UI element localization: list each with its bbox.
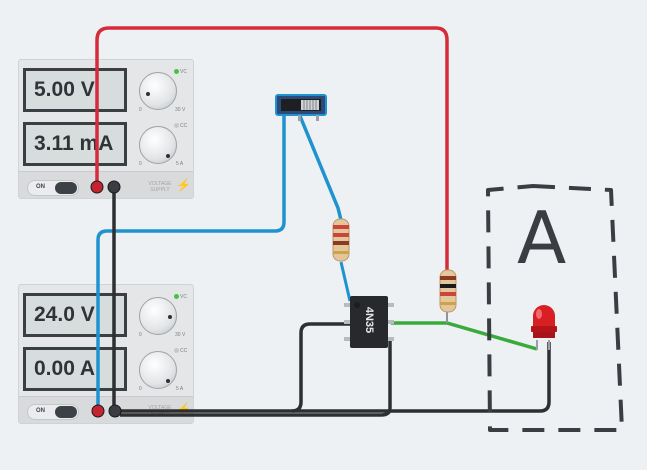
current-max-label: 5 A <box>176 161 184 167</box>
slide-switch-icon <box>275 94 327 121</box>
voltage-min-label: 0 <box>139 107 142 113</box>
wire-blue-switch-to-resistor <box>298 115 343 221</box>
annotation-dashed-box <box>486 184 624 432</box>
annotation-label: A <box>517 196 567 280</box>
current-knob[interactable] <box>139 351 177 389</box>
psu2-terminals <box>91 404 122 418</box>
cc-indicator-icon <box>174 348 179 353</box>
cc-label: CC <box>180 123 188 129</box>
voltage-max-label: 30 V <box>175 332 186 338</box>
optocoupler-label: 4N35 <box>363 306 375 334</box>
cc-label: CC <box>180 348 188 354</box>
voltage-knob[interactable] <box>139 297 177 335</box>
optocoupler-4n35-icon <box>344 296 394 348</box>
cv-indicator-icon <box>174 69 179 74</box>
voltage-display: 5.00 V <box>23 68 127 112</box>
current-knob[interactable] <box>139 126 177 164</box>
power-switch-label: ON <box>36 408 45 414</box>
current-display: 0.00 A <box>23 347 127 391</box>
cv-indicator-icon <box>174 294 179 299</box>
wire-blue-psu2-to-switch <box>96 116 286 409</box>
wire-green <box>391 321 538 351</box>
current-min-label: 0 <box>139 161 142 167</box>
wire-black-ground-rail <box>114 342 551 413</box>
power-supply-2[interactable]: 24.0 V 0.00 A VC 0 30 V CC 0 5 A ON VOLT… <box>18 284 194 424</box>
voltage-knob[interactable] <box>139 72 177 110</box>
current-display: 3.11 mA <box>23 122 127 166</box>
power-switch-thumb <box>55 406 77 418</box>
power-switch[interactable]: ON <box>27 404 79 420</box>
resistor-1-icon <box>332 218 350 262</box>
wire-blue-resistor-to-opto <box>339 261 352 302</box>
psu1-terminals <box>90 180 121 194</box>
power-switch-label: ON <box>36 184 45 190</box>
power-supply-1[interactable]: 5.00 V 3.11 mA VC 0 30 V CC 0 5 A ON VOL… <box>18 59 194 199</box>
power-switch-thumb <box>55 182 77 194</box>
lightning-icon: ⚡ <box>176 178 191 192</box>
brand-label: VOLTAGE SUPPLY <box>148 181 172 193</box>
wire-black-opto-emitter <box>120 341 392 417</box>
red-led-icon <box>531 305 557 350</box>
wire-red <box>95 26 449 272</box>
resistor-2-icon <box>439 269 457 313</box>
voltage-min-label: 0 <box>139 332 142 338</box>
cv-label: VC <box>180 294 187 300</box>
voltage-max-label: 30 V <box>175 107 186 113</box>
current-min-label: 0 <box>139 386 142 392</box>
cv-label: VC <box>180 69 187 75</box>
wire-black-opto-cathode <box>291 322 350 413</box>
cc-indicator-icon <box>174 123 179 128</box>
voltage-display: 24.0 V <box>23 293 127 337</box>
current-max-label: 5 A <box>176 386 184 392</box>
power-switch[interactable]: ON <box>27 180 79 196</box>
